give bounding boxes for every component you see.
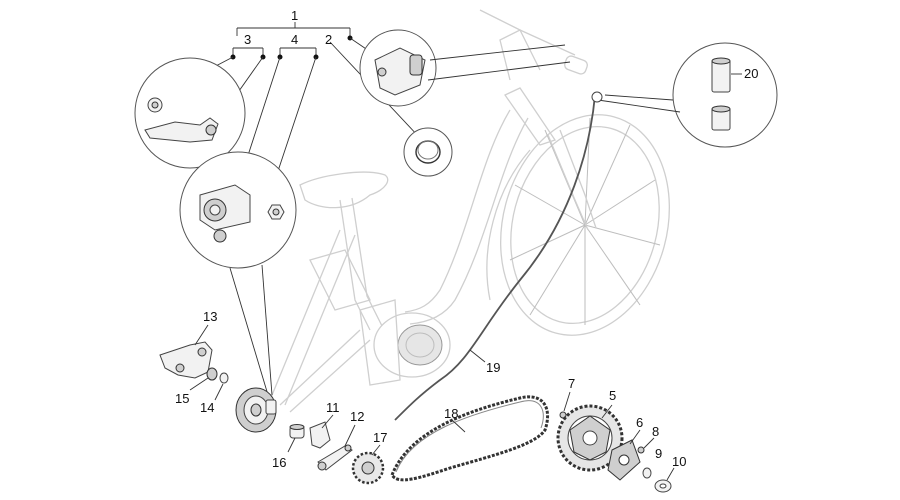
callout-10: 10 bbox=[672, 454, 686, 469]
detail-bubble-switch bbox=[359, 29, 571, 107]
cable-19 bbox=[394, 94, 596, 421]
callout-20: 20 bbox=[744, 66, 758, 81]
callout-15: 15 bbox=[175, 391, 189, 406]
callout-11: 11 bbox=[326, 400, 340, 415]
callout-19: 19 bbox=[486, 360, 500, 375]
callout-12: 12 bbox=[350, 409, 364, 424]
callout-18: 18 bbox=[444, 406, 458, 421]
part-15-nut bbox=[189, 367, 218, 391]
part-17-sprocket bbox=[351, 444, 385, 485]
callout-5: 5 bbox=[609, 388, 616, 403]
callout-6: 6 bbox=[636, 415, 643, 430]
part-14-washer bbox=[214, 372, 229, 401]
callout-labels: 1 2 3 4 5 6 7 8 9 10 11 12 13 14 15 16 1… bbox=[175, 8, 758, 470]
callout-17: 17 bbox=[373, 430, 387, 445]
part-6-spider bbox=[607, 429, 641, 481]
part-13-bracket bbox=[159, 324, 213, 379]
callout-14: 14 bbox=[200, 400, 214, 415]
part-11-bracket bbox=[309, 414, 334, 449]
callout-3: 3 bbox=[244, 32, 251, 47]
detail-bubble-spacer bbox=[591, 42, 778, 148]
part-9-washer bbox=[642, 467, 652, 479]
detail-bubble-hub-sensor bbox=[179, 151, 297, 269]
part-5-chainring bbox=[556, 404, 624, 472]
callout-7: 7 bbox=[568, 376, 575, 391]
rear-hub bbox=[235, 387, 277, 433]
bicycle-frame-ghost bbox=[269, 9, 670, 413]
callout-16: 16 bbox=[272, 455, 286, 470]
callout-13: 13 bbox=[203, 309, 217, 324]
part-18-chain bbox=[390, 395, 550, 482]
part-8-bolt bbox=[637, 437, 655, 454]
callout-1: 1 bbox=[291, 8, 298, 23]
part-12-arm bbox=[317, 424, 356, 471]
part-10-washer bbox=[654, 467, 675, 493]
detail-bubble-bracket bbox=[134, 57, 246, 169]
callout-2: 2 bbox=[325, 32, 332, 47]
detail-bubble-ring bbox=[403, 127, 453, 177]
part-16-spacer bbox=[287, 424, 305, 453]
callout-4: 4 bbox=[291, 32, 298, 47]
callout-9: 9 bbox=[655, 446, 662, 461]
callout-8: 8 bbox=[652, 424, 659, 439]
